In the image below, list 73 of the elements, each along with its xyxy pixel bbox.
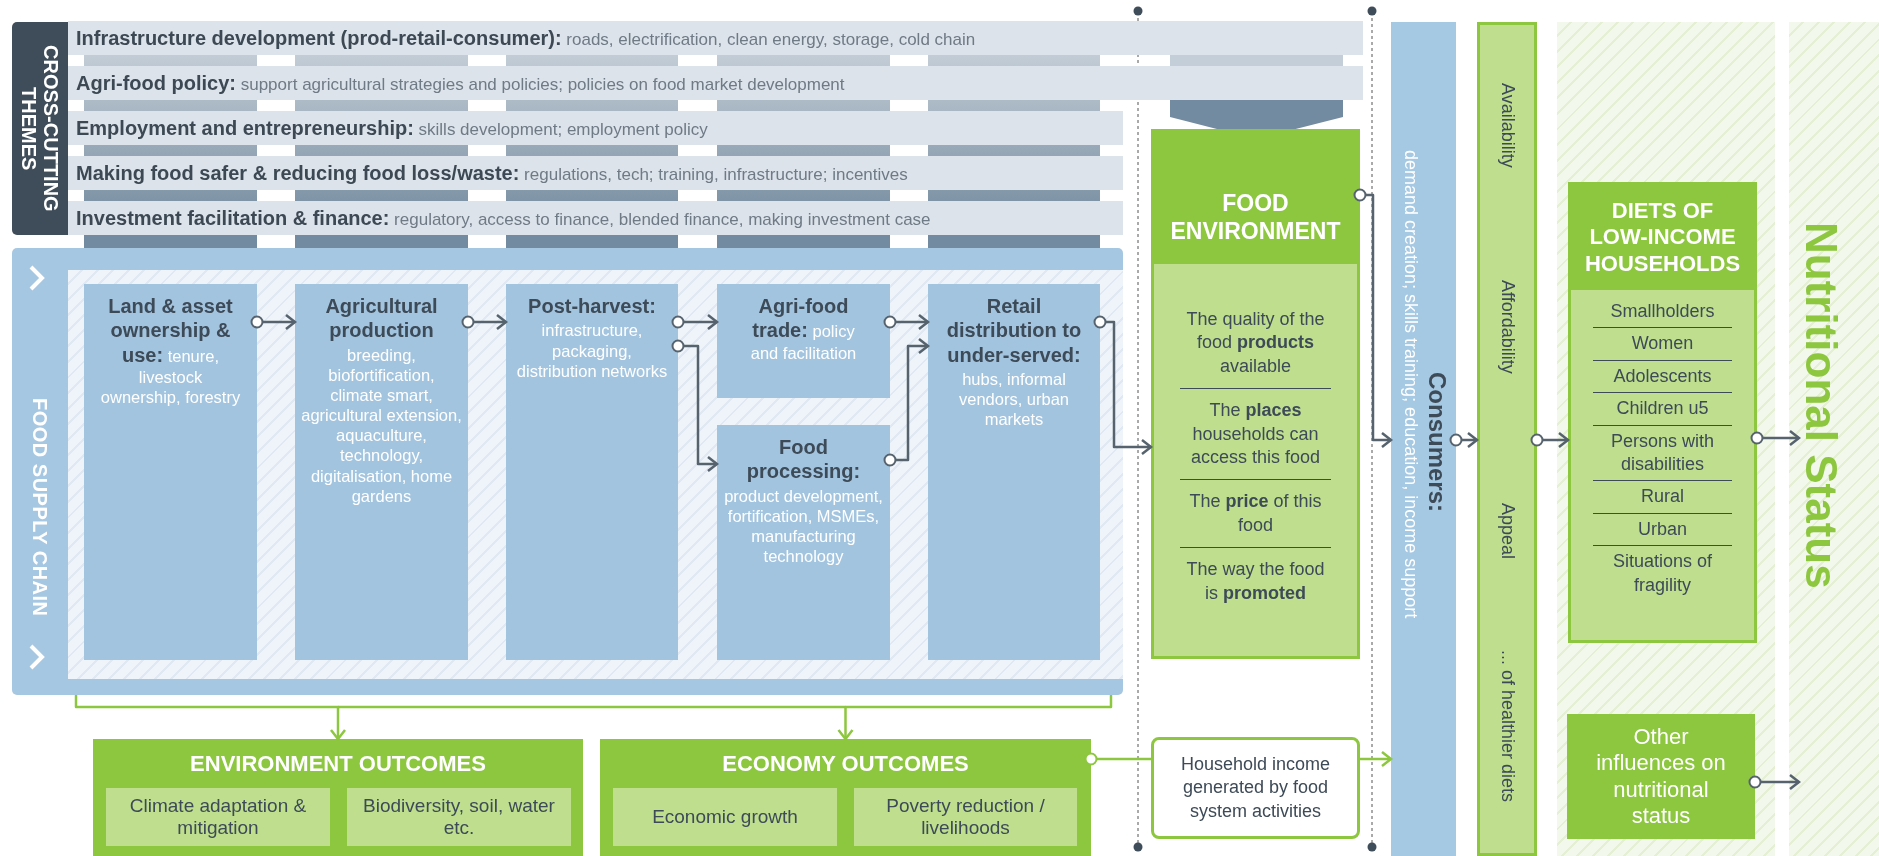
- theme-band: Agri-food policy: support agricultural strategies and policies; policies on food market development: [68, 66, 1363, 100]
- bar-heading: Consumers:: [1423, 372, 1451, 513]
- arrow: [883, 337, 930, 467]
- stage-box: [295, 284, 468, 660]
- arrow: [1449, 431, 1479, 449]
- theme-band: Making food safer & reducing food loss/waste: regulations, tech; training, infrastructure; incentives: [68, 156, 1123, 190]
- diets-box: [1568, 182, 1757, 643]
- factor-text: The price of this food: [1180, 479, 1331, 548]
- quality-label: Availability: [1497, 83, 1518, 168]
- food-environment-box: [1151, 129, 1360, 659]
- connector-line: [338, 705, 846, 709]
- outcome-heading: ECONOMY OUTCOMES: [721, 751, 970, 777]
- theme-band: Employment and entrepreneurship: skills development; employment policy: [68, 111, 1123, 145]
- stage-box: [506, 284, 678, 660]
- box-header: DIETS OF LOW-INCOME HOUSEHOLDS: [1571, 185, 1754, 290]
- arrow: [1530, 431, 1570, 449]
- arrow: [1750, 429, 1801, 447]
- supply-chain-panel: [12, 248, 1123, 695]
- stage-heading: Post-harvest:: [527, 294, 657, 319]
- factor-text: The quality of the food products available: [1185, 308, 1326, 378]
- stage-heading: Retail distribution to under-served:: [945, 294, 1083, 368]
- group-label: Persons with disabilities: [1593, 424, 1732, 481]
- consumers-bar: [1391, 22, 1456, 856]
- bar-text: demand creation; skills training; education, income support: [1400, 150, 1421, 619]
- factor-text: The way the food is promoted: [1180, 547, 1331, 615]
- stage-box: [928, 284, 1100, 660]
- quality-label: Appeal: [1497, 503, 1518, 560]
- quality-label: ... of healthier diets: [1497, 650, 1518, 803]
- influence-box: Other influences on nutritional status: [1567, 714, 1755, 839]
- group-label: Women: [1593, 327, 1732, 360]
- arrow: [671, 339, 719, 473]
- stage-text: breeding, biofortification, climate smart, agricultural extension, aquaculture, technology, digitalisation, home gardens: [301, 344, 462, 506]
- arrow: [837, 695, 1113, 741]
- outcome-box: [93, 739, 583, 856]
- outcome-item: Economic growth: [613, 788, 837, 846]
- outcome-item: Biodiversity, soil, water etc.: [347, 788, 571, 846]
- section-label: CROSS-CUTTING THEMES: [12, 22, 68, 235]
- stage-heading: Food processing:: [745, 435, 862, 484]
- arrow: [1353, 188, 1393, 449]
- arrow: [1360, 750, 1393, 768]
- factor-text: The places households can access this food: [1180, 388, 1331, 480]
- arrow: [1748, 773, 1801, 791]
- stage-text: infrastructure, packaging, distribution networks: [515, 320, 669, 381]
- stage-text: product development, fortification, MSMEs, manufacturing technology: [723, 485, 884, 567]
- outcome-heading: ENVIRONMENT OUTCOMES: [189, 751, 487, 777]
- stage-box: Agri-food trade: policy and facilitation: [717, 284, 890, 398]
- group-label: Situations of fragility: [1593, 545, 1732, 601]
- group-label: Rural: [1593, 480, 1732, 513]
- income-box: Household income generated by food system activities: [1151, 737, 1360, 839]
- group-label: Smallholders: [1609, 300, 1716, 323]
- theme-band: Infrastructure development (prod-retail-consumer): roads, electrification, clean energy, storage, cold chain: [68, 21, 1363, 55]
- theme-band: Investment facilitation & finance: regulatory, access to finance, blended finance, making investment case: [68, 201, 1123, 235]
- arrow: [671, 313, 719, 331]
- quality-bar: [1477, 22, 1537, 856]
- outcome-item: Climate adaptation & mitigation: [106, 788, 330, 846]
- status-label: Nutritional Status: [1799, 222, 1843, 589]
- stage-box: Land & asset ownership & use: tenure, livestock ownership, forestry: [84, 284, 257, 660]
- panel-label: FOOD SUPPLY CHAIN: [28, 398, 51, 617]
- stage-heading: Agricultural production: [324, 294, 439, 343]
- quality-label: Affordability: [1497, 280, 1518, 374]
- arrow: [883, 313, 930, 331]
- arrow: [1093, 315, 1153, 456]
- group-label: Adolescents: [1593, 359, 1732, 393]
- group-label: Urban: [1593, 512, 1732, 546]
- arrow: [250, 313, 297, 331]
- stage-text: hubs, informal vendors, urban markets: [957, 369, 1071, 430]
- arrow: [74, 695, 347, 741]
- box-header: FOOD ENVIRONMENT: [1154, 132, 1357, 264]
- group-label: Children u5: [1593, 392, 1732, 425]
- stage-box: [717, 425, 890, 660]
- outcome-item: Poverty reduction / livelihoods: [854, 788, 1077, 846]
- outcome-box: [600, 739, 1091, 856]
- arrow: [461, 313, 508, 331]
